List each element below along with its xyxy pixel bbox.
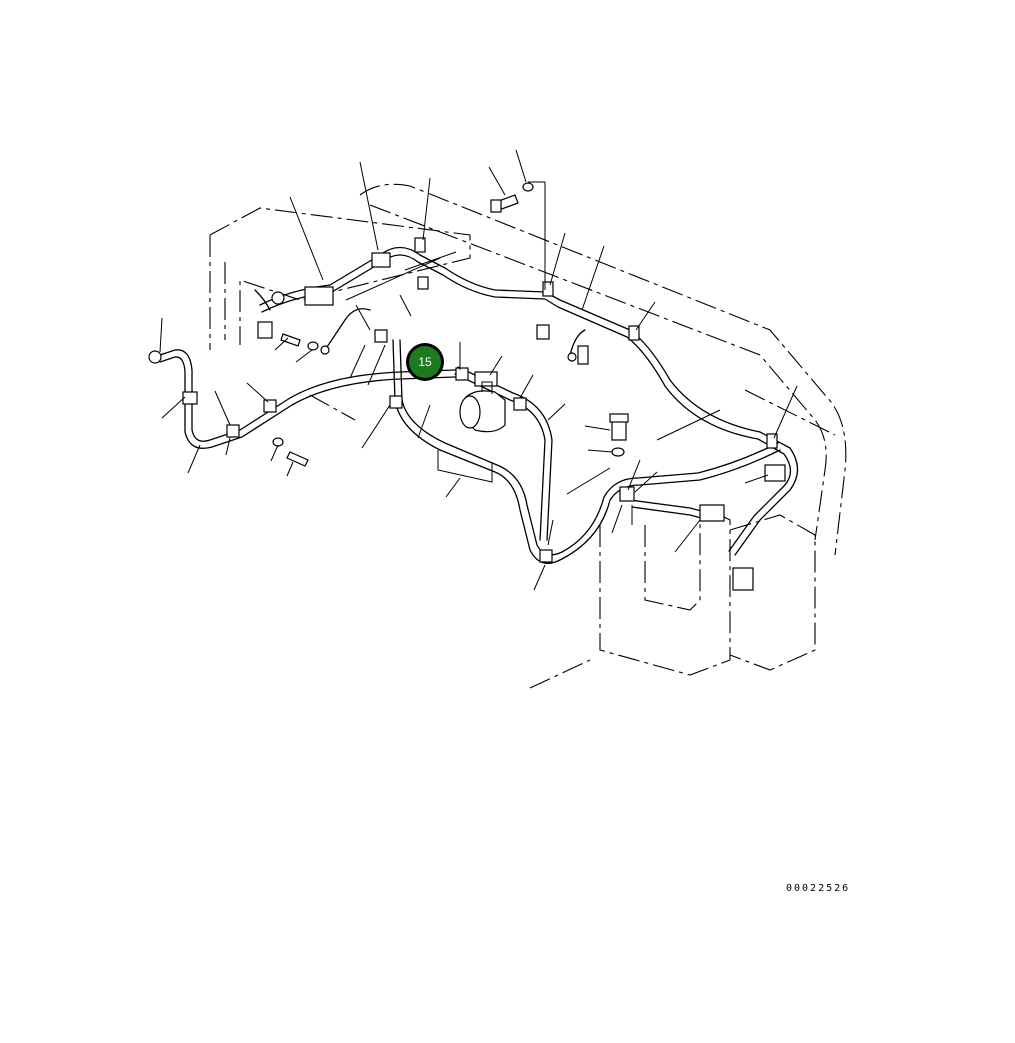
callout-15[interactable]: 15 bbox=[406, 343, 444, 381]
leader-lines bbox=[159, 149, 798, 591]
relay-unit bbox=[459, 381, 506, 433]
center-harness bbox=[392, 339, 781, 564]
frame-outline bbox=[209, 183, 847, 689]
drawing-number: 00022526 bbox=[786, 883, 851, 894]
harness-clamps bbox=[182, 237, 778, 563]
connectors bbox=[148, 252, 786, 591]
callout-15-fill bbox=[409, 346, 441, 378]
left-harness bbox=[159, 349, 456, 449]
bolts-and-washers bbox=[272, 182, 629, 467]
callout-15-label: 15 bbox=[418, 355, 432, 369]
